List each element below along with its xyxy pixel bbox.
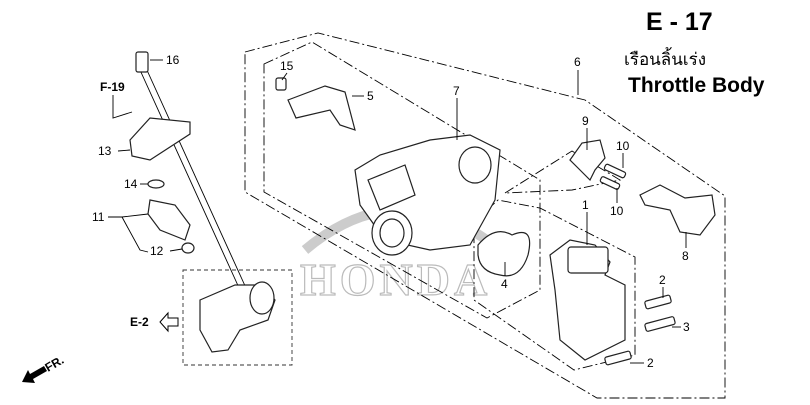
callout-5: 5 <box>367 89 374 103</box>
callout-15: 15 <box>280 59 294 73</box>
front-arrow-icon <box>22 366 47 383</box>
assembly-outline-7 <box>263 41 541 319</box>
bolt-16 <box>135 51 149 73</box>
injector-rail-pipe <box>139 69 241 291</box>
callout-4: 4 <box>501 277 508 291</box>
bolt-2-upper <box>644 294 672 310</box>
section-code: E - 17 <box>646 8 713 36</box>
bracket-9 <box>569 139 606 182</box>
callout-3: 3 <box>683 320 690 334</box>
injector-11 <box>147 199 191 241</box>
intake-pipe-box <box>182 269 293 366</box>
injector-holder-13 <box>129 117 191 161</box>
leader-lines <box>108 59 687 364</box>
callout-2-lower: 2 <box>647 356 654 370</box>
ref-e2[interactable]: E-2 <box>130 315 149 329</box>
gasket-4 <box>477 231 531 277</box>
callout-7: 7 <box>453 84 460 98</box>
bolt-15 <box>275 77 287 91</box>
title-english: Throttle Body <box>628 74 765 97</box>
ref-f19[interactable]: F-19 <box>100 80 125 94</box>
callout-10-lower: 10 <box>610 204 624 218</box>
callout-10-upper: 10 <box>616 139 630 153</box>
honda-watermark: HONDA <box>300 254 491 305</box>
callout-13: 13 <box>98 144 112 158</box>
sensor-8 <box>639 184 716 236</box>
cover-bracket-5 <box>287 85 356 131</box>
assembly-outline-6 <box>244 32 726 399</box>
bracket-outline-9 <box>503 150 622 194</box>
sensor-connector <box>567 246 609 274</box>
callout-9: 9 <box>582 114 589 128</box>
injector-rail-pipe-edge <box>145 67 247 289</box>
callout-2-upper: 2 <box>659 273 666 287</box>
assembly-outline-1 <box>473 199 636 371</box>
throttle-bore-inner <box>379 218 405 248</box>
screw-10-lower <box>599 176 621 190</box>
throttle-flange <box>458 146 492 184</box>
screw-10-upper <box>603 163 627 179</box>
callout-8: 8 <box>682 249 689 263</box>
callout-12: 12 <box>150 244 164 258</box>
bolt-3 <box>644 316 676 332</box>
intake-pipe-flange <box>249 281 275 315</box>
callout-6: 6 <box>574 55 581 69</box>
bellows-section <box>367 164 416 211</box>
callout-16: 16 <box>166 53 180 67</box>
bolt-2-lower <box>604 350 632 366</box>
arrow-left-icon <box>159 311 179 333</box>
callout-11: 11 <box>92 210 105 224</box>
callout-1: 1 <box>582 198 589 212</box>
callout-14: 14 <box>124 177 138 191</box>
seal-ring-12 <box>181 242 195 254</box>
o-ring-14 <box>147 179 165 189</box>
title-thai: เรือนลิ้นเร่ง <box>624 50 707 70</box>
